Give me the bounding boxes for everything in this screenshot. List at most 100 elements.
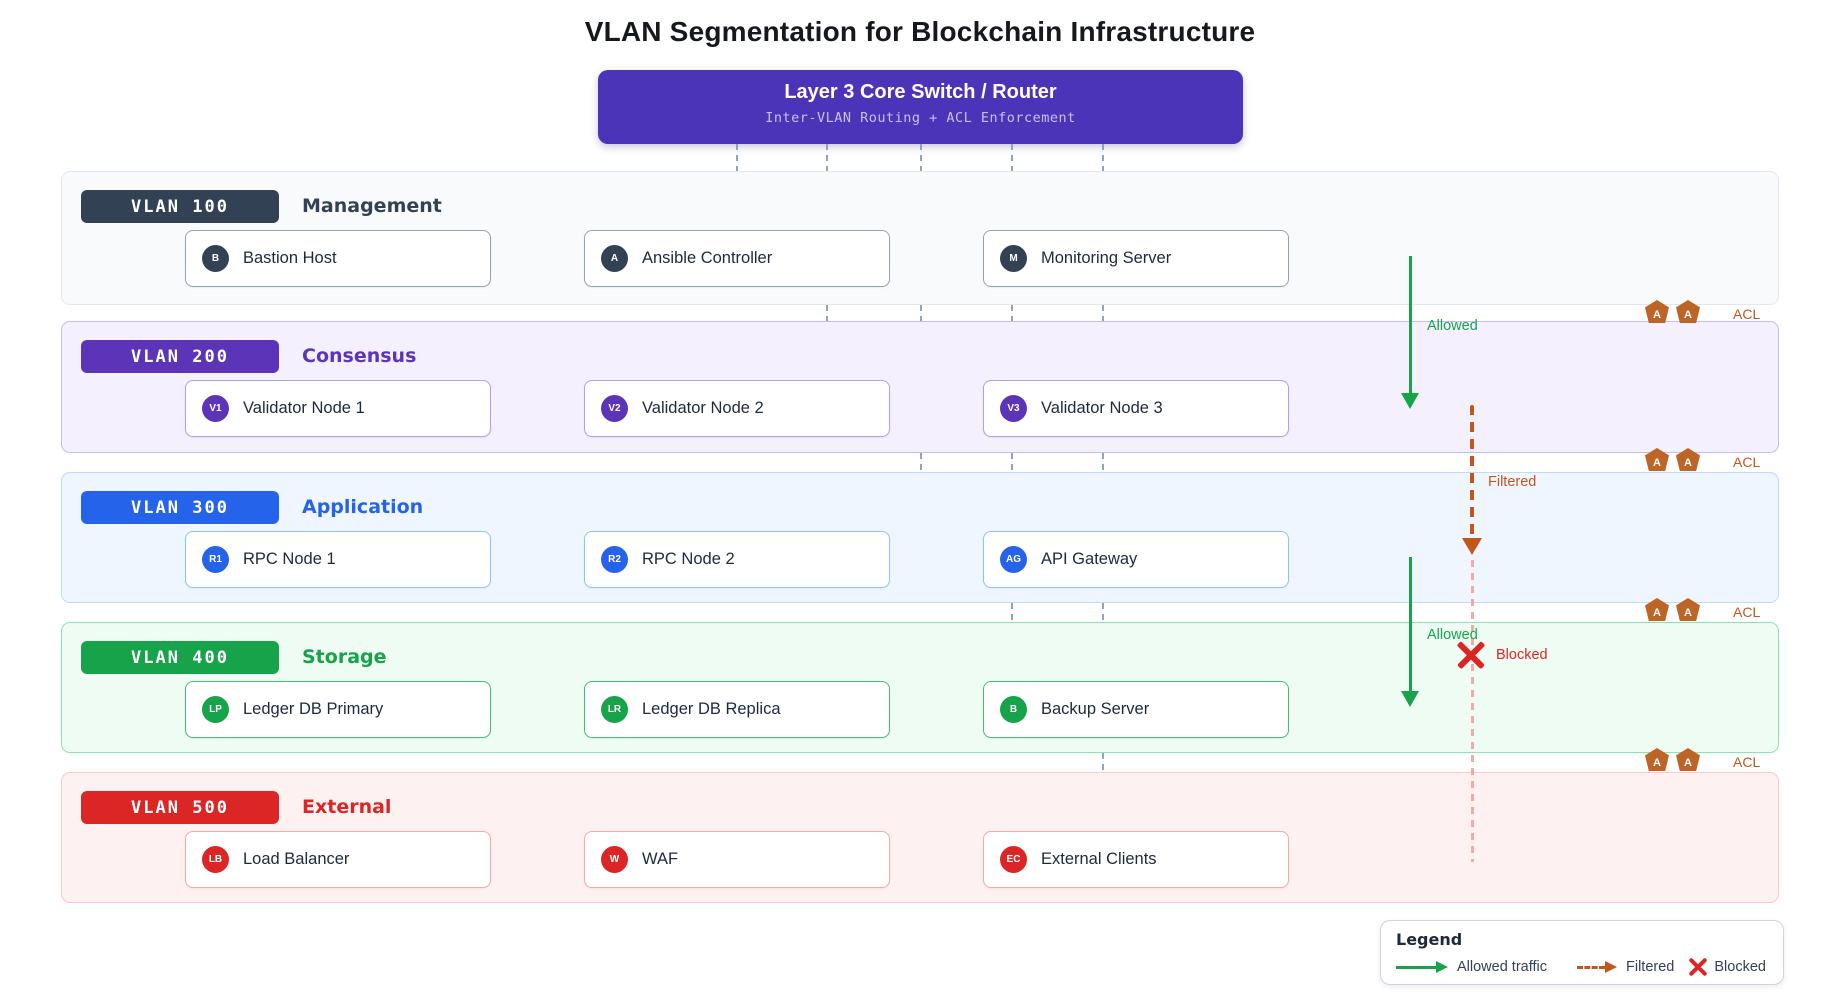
node-label: Ledger DB Primary <box>243 700 384 718</box>
band-title-external: External <box>302 796 392 818</box>
core-switch-box: Layer 3 Core Switch / Router Inter-VLAN … <box>598 70 1243 144</box>
node-label: Load Balancer <box>243 850 350 868</box>
allowed-arrowhead-icon <box>1436 961 1448 973</box>
ledger-db-primary-icon: LP <box>202 696 229 723</box>
vlan-band-external: VLAN 500 External LB Load Balancer W WAF… <box>61 772 1779 903</box>
node-card-backup-server: B Backup Server <box>983 681 1289 738</box>
acl-shield-icon: A <box>1676 748 1700 771</box>
legend: Legend Allowed traffic Filtered Blocked <box>1380 920 1784 985</box>
node-label: Validator Node 2 <box>642 399 764 417</box>
allowed-arrow-line <box>1408 557 1412 692</box>
blocked-label: Blocked <box>1496 647 1548 663</box>
vlan-200-badge: VLAN 200 <box>81 340 279 373</box>
node-card-monitoring-server: M Monitoring Server <box>983 230 1289 287</box>
trunk-line-segment <box>826 144 828 171</box>
blocked-x-icon <box>1456 640 1486 670</box>
trunk-line-segment <box>920 144 922 171</box>
trunk-line-segment <box>1011 305 1013 321</box>
acl-shield-icon: A <box>1676 448 1700 471</box>
node-card-ansible-controller: A Ansible Controller <box>584 230 890 287</box>
node-card-load-balancer: LB Load Balancer <box>185 831 491 888</box>
vlan-500-badge: VLAN 500 <box>81 791 279 824</box>
node-label: Validator Node 1 <box>243 399 365 417</box>
vlan-band-storage: VLAN 400 Storage LP Ledger DB Primary LR… <box>61 622 1779 753</box>
node-card-validator-3: V3 Validator Node 3 <box>983 380 1289 437</box>
blocked-dashed-line <box>1471 560 1474 862</box>
node-label: Ansible Controller <box>642 249 773 267</box>
node-card-rpc-1: R1 RPC Node 1 <box>185 531 491 588</box>
validator-3-icon: V3 <box>1000 395 1027 422</box>
node-label: Monitoring Server <box>1041 249 1172 267</box>
node-label: API Gateway <box>1041 550 1138 568</box>
band-title-application: Application <box>302 496 424 518</box>
acl-shield-icon: A <box>1676 598 1700 621</box>
acl-label: ACL <box>1733 754 1761 770</box>
legend-filtered-label: Filtered <box>1626 959 1675 975</box>
legend-title: Legend <box>1396 930 1463 949</box>
ledger-db-replica-icon: LR <box>601 696 628 723</box>
node-label: Ledger DB Replica <box>642 700 781 718</box>
rpc-2-icon: R2 <box>601 546 628 573</box>
vlan-300-badge: VLAN 300 <box>81 491 279 524</box>
core-switch-subtitle: Inter-VLAN Routing + ACL Enforcement <box>765 110 1076 126</box>
allowed-line-icon <box>1396 965 1436 969</box>
core-switch-title: Layer 3 Core Switch / Router <box>784 81 1057 103</box>
trunk-line-segment <box>1011 144 1013 171</box>
acl-label: ACL <box>1733 604 1761 620</box>
node-label: RPC Node 1 <box>243 550 336 568</box>
acl-label: ACL <box>1733 454 1761 470</box>
acl-shield-icon: A <box>1645 448 1669 471</box>
allowed-label-2: Allowed <box>1427 627 1478 643</box>
acl-shield-icon: A <box>1645 748 1669 771</box>
vlan-band-application: VLAN 300 Application R1 RPC Node 1 R2 RP… <box>61 472 1779 603</box>
node-card-bastion-host: B Bastion Host <box>185 230 491 287</box>
filtered-arrow-head-icon <box>1462 538 1482 555</box>
trunk-line-segment <box>1102 305 1104 321</box>
filtered-label: Filtered <box>1488 474 1537 490</box>
external-clients-icon: EC <box>1000 846 1027 873</box>
node-card-external-clients: EC External Clients <box>983 831 1289 888</box>
filtered-arrowhead-icon <box>1605 961 1617 973</box>
waf-icon: W <box>601 846 628 873</box>
node-card-rpc-2: R2 RPC Node 2 <box>584 531 890 588</box>
allowed-arrow-head-icon <box>1401 393 1419 409</box>
validator-1-icon: V1 <box>202 395 229 422</box>
ansible-controller-icon: A <box>601 245 628 272</box>
acl-label: ACL <box>1733 306 1761 322</box>
page-title: VLAN Segmentation for Blockchain Infrast… <box>584 16 1256 47</box>
rpc-1-icon: R1 <box>202 546 229 573</box>
allowed-label-1: Allowed <box>1427 318 1478 334</box>
legend-allowed-label: Allowed traffic <box>1457 959 1547 975</box>
trunk-line-segment <box>1102 453 1104 472</box>
load-balancer-icon: LB <box>202 846 229 873</box>
backup-server-icon: B <box>1000 696 1027 723</box>
trunk-line-segment <box>1102 603 1104 622</box>
filtered-line-icon <box>1577 965 1605 969</box>
trunk-line-segment <box>920 305 922 321</box>
node-card-ledger-db-replica: LR Ledger DB Replica <box>584 681 890 738</box>
legend-row: Allowed traffic Filtered Blocked <box>1396 957 1768 977</box>
vlan-400-badge: VLAN 400 <box>81 641 279 674</box>
band-title-management: Management <box>302 195 442 217</box>
bastion-host-icon: B <box>202 245 229 272</box>
validator-2-icon: V2 <box>601 395 628 422</box>
trunk-line-segment <box>1102 144 1104 171</box>
vlan-band-management: VLAN 100 Management B Bastion Host A Ans… <box>61 171 1779 305</box>
node-card-validator-2: V2 Validator Node 2 <box>584 380 890 437</box>
vlan-band-consensus: VLAN 200 Consensus V1 Validator Node 1 V… <box>61 321 1779 453</box>
band-title-consensus: Consensus <box>302 345 417 367</box>
node-label: Validator Node 3 <box>1041 399 1163 417</box>
band-title-storage: Storage <box>302 646 387 668</box>
node-label: Backup Server <box>1041 700 1150 718</box>
allowed-arrow-line <box>1408 256 1412 394</box>
trunk-line-segment <box>1011 453 1013 472</box>
acl-shield-icon: A <box>1645 598 1669 621</box>
node-card-ledger-db-primary: LP Ledger DB Primary <box>185 681 491 738</box>
node-label: External Clients <box>1041 850 1157 868</box>
node-card-validator-1: V1 Validator Node 1 <box>185 380 491 437</box>
legend-blocked-label: Blocked <box>1714 959 1766 975</box>
allowed-arrow-head-icon <box>1401 691 1419 707</box>
blocked-x-icon <box>1688 957 1708 977</box>
monitoring-server-icon: M <box>1000 245 1027 272</box>
